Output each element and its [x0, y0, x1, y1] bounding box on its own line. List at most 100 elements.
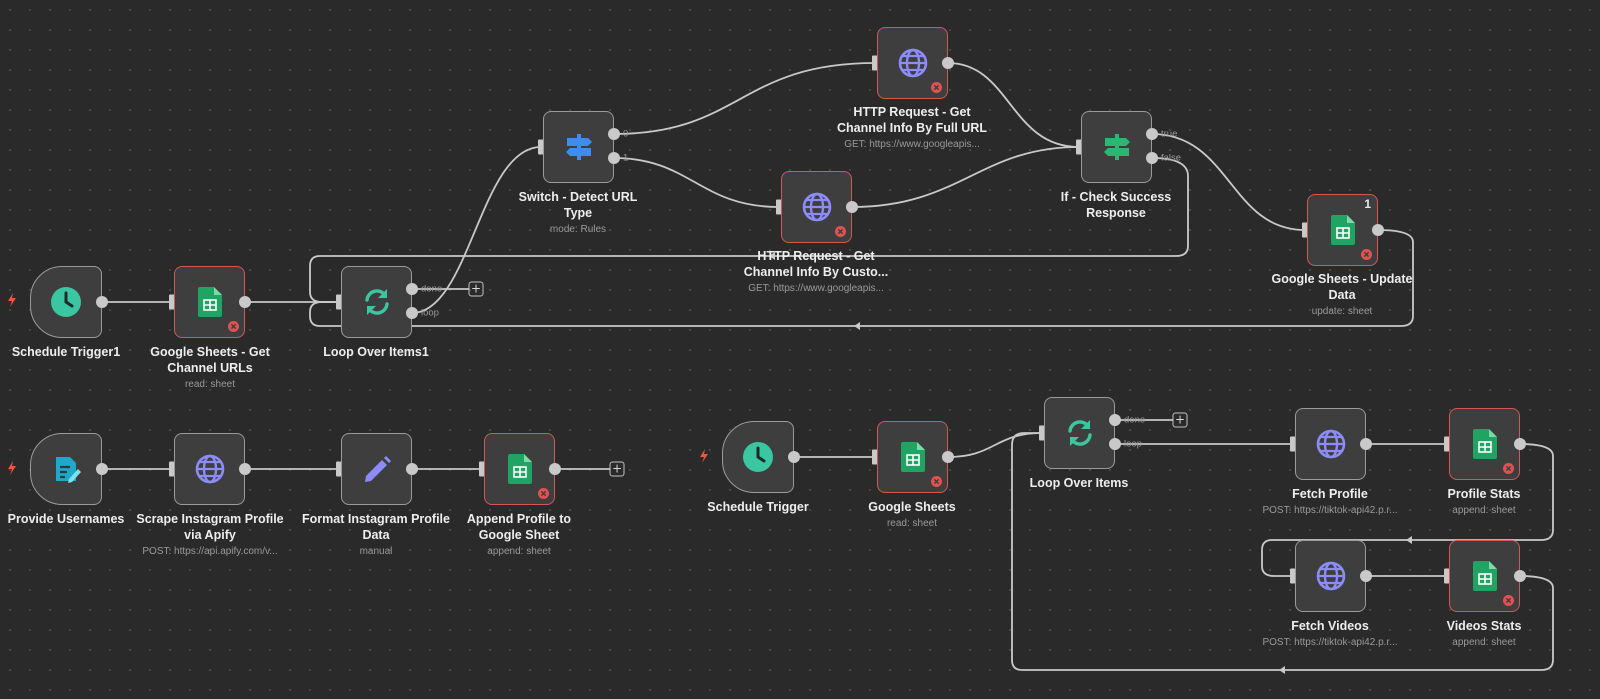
switch-detect-url-node[interactable]: [543, 111, 614, 183]
output-handle-true[interactable]: [1146, 128, 1158, 140]
switch-icon: [564, 132, 594, 162]
input-handle[interactable]: [1076, 139, 1082, 155]
input-handle[interactable]: [1039, 425, 1045, 441]
loop-icon: [1064, 417, 1096, 449]
clock-icon: [50, 286, 82, 318]
http-full-url-node[interactable]: [877, 27, 948, 99]
fetch-profile-node[interactable]: [1295, 408, 1366, 480]
add-node-button[interactable]: +: [609, 461, 625, 477]
output-handle-loop[interactable]: [406, 307, 418, 319]
input-handle[interactable]: [1302, 222, 1308, 238]
google-sheets-icon: [900, 442, 925, 472]
input-handle[interactable]: [776, 199, 782, 215]
output-handle-false[interactable]: [1146, 152, 1158, 164]
loop-over-items1-label: Loop Over Items1: [323, 345, 429, 359]
google-sheets-icon: [1330, 215, 1355, 245]
gs-get-channel-urls-node[interactable]: [174, 266, 245, 338]
globe-icon: [194, 453, 226, 485]
output-handle[interactable]: [1360, 570, 1372, 582]
output-handle-0[interactable]: [608, 128, 620, 140]
loop-over-items-label: Loop Over Items: [1029, 476, 1129, 490]
schedule-trigger1-node[interactable]: [30, 266, 102, 338]
videos-stats-node[interactable]: [1449, 540, 1520, 612]
loop-over-items1-node[interactable]: [341, 266, 412, 338]
output-handle[interactable]: [846, 201, 858, 213]
output-handle-1[interactable]: [608, 152, 620, 164]
input-handle[interactable]: [1444, 568, 1450, 584]
output-handle[interactable]: [96, 296, 108, 308]
add-node-button[interactable]: +: [468, 281, 484, 297]
loop-icon: [361, 286, 393, 318]
input-handle[interactable]: [1290, 568, 1296, 584]
output-label-loop: loop: [1124, 438, 1142, 450]
output-label-done: done: [1124, 414, 1146, 426]
globe-icon: [1315, 560, 1347, 592]
trigger-bolt-icon: [699, 449, 709, 463]
format-instagram-node[interactable]: [341, 433, 412, 505]
input-handle[interactable]: [479, 461, 485, 477]
error-icon: [1503, 595, 1514, 606]
error-icon: [835, 226, 846, 237]
error-icon: [1503, 463, 1514, 474]
input-handle[interactable]: [336, 294, 342, 310]
google-sheets-icon: [1472, 561, 1497, 591]
input-handle[interactable]: [1290, 436, 1296, 452]
input-handle[interactable]: [538, 139, 544, 155]
schedule-trigger-node[interactable]: [722, 421, 794, 493]
input-handle[interactable]: [169, 461, 175, 477]
output-handle-done[interactable]: [406, 283, 418, 295]
output-handle[interactable]: [1372, 224, 1384, 236]
output-handle[interactable]: [1514, 570, 1526, 582]
if-check-success-node[interactable]: [1081, 111, 1152, 183]
output-handle[interactable]: [239, 463, 251, 475]
output-handle[interactable]: [942, 451, 954, 463]
google-sheets-icon: [507, 454, 532, 484]
globe-icon: [897, 47, 929, 79]
output-handle-done[interactable]: [1109, 414, 1121, 426]
connection-edge: [947, 432, 1043, 458]
trigger-bolt-icon: [7, 461, 17, 475]
input-handle[interactable]: [872, 449, 878, 465]
output-label-1: 1: [623, 152, 629, 164]
google-sheets-node[interactable]: [877, 421, 948, 493]
if-icon: [1102, 132, 1132, 162]
edge-arrow-icon: [1279, 666, 1285, 674]
add-node-button[interactable]: +: [1172, 412, 1188, 428]
clock-icon: [742, 441, 774, 473]
input-handle[interactable]: [169, 294, 175, 310]
fetch-videos-node[interactable]: [1295, 540, 1366, 612]
provide-usernames-node[interactable]: [30, 433, 102, 505]
output-handle[interactable]: [549, 463, 561, 475]
output-handle-loop[interactable]: [1109, 438, 1121, 450]
input-handle[interactable]: [336, 461, 342, 477]
output-label-false: false: [1161, 152, 1182, 164]
scrape-instagram-node[interactable]: [174, 433, 245, 505]
http-custom-node[interactable]: [781, 171, 852, 243]
output-handle[interactable]: [1360, 438, 1372, 450]
if-check-success-label: If - Check Success Response: [1060, 190, 1172, 220]
http-full-url-label: HTTP Request - Get Channel Info By Full …: [837, 105, 987, 150]
output-handle[interactable]: [239, 296, 251, 308]
output-handle[interactable]: [1514, 438, 1526, 450]
append-profile-node[interactable]: [484, 433, 555, 505]
output-handle[interactable]: [788, 451, 800, 463]
profile-stats-node[interactable]: [1449, 408, 1520, 480]
provide-usernames-label: Provide Usernames: [7, 512, 125, 526]
output-handle[interactable]: [406, 463, 418, 475]
output-handle[interactable]: [942, 57, 954, 69]
input-handle[interactable]: [872, 55, 878, 71]
output-handle[interactable]: [96, 463, 108, 475]
google-sheets-icon: [1472, 429, 1497, 459]
input-handle[interactable]: [1444, 436, 1450, 452]
loop-over-items-node[interactable]: [1044, 397, 1115, 469]
gs-update-data-node[interactable]: 1: [1307, 194, 1378, 266]
